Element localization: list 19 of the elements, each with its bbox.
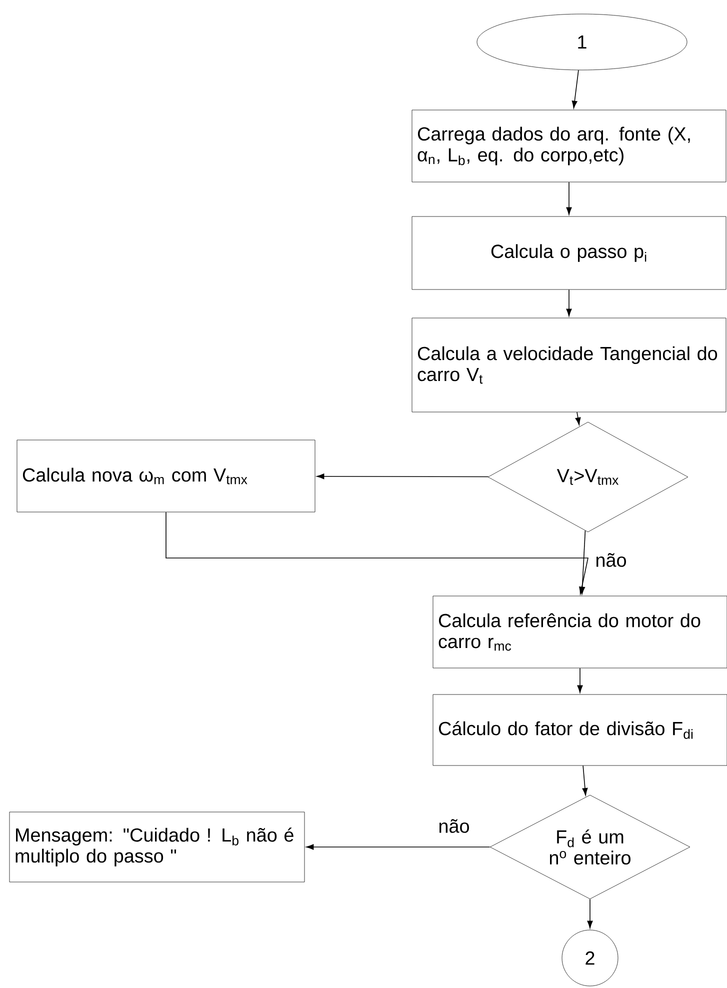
process-box: Calcula a velocidade Tangencial do carro V$_{t}$ bbox=[412, 318, 726, 412]
process-box: Cálculo do fator de divisão F$_{di}$ bbox=[432, 694, 727, 766]
arrow bbox=[587, 898, 593, 928]
process-box: Calcula nova ω$_{m}$ com V$_{tmx}$ bbox=[16, 440, 316, 512]
arrow bbox=[316, 474, 489, 480]
arrow bbox=[566, 289, 572, 316]
arrow bbox=[582, 765, 588, 796]
process-box: Carrega dados do arq. fonte (X, α$_{n}$, L$_{b}$, eq. do corpo,etc) bbox=[412, 110, 726, 182]
arrow bbox=[577, 668, 583, 693]
arrow bbox=[566, 182, 572, 215]
arrow bbox=[306, 844, 490, 850]
arrow bbox=[572, 70, 579, 108]
process-box: Calcula o passo p$_{i}$ bbox=[412, 216, 726, 290]
process-box: Mensagem: "Cuidado ! L$_{b}$ não é multiplo do passo " bbox=[9, 812, 305, 882]
arrow bbox=[166, 512, 588, 594]
process-box: Calcula referência do motor do carro r$_{mc}$ bbox=[432, 596, 727, 668]
edge-label: não bbox=[437, 818, 471, 834]
edge-label: não bbox=[594, 552, 628, 568]
arrow bbox=[575, 412, 581, 426]
